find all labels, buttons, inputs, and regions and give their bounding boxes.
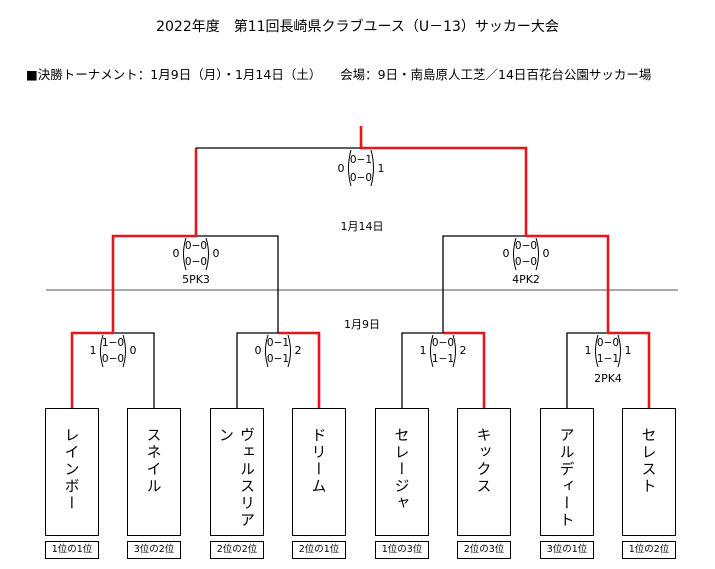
r1m1-half1: 1−0 bbox=[101, 337, 125, 349]
sf1-bracket-right bbox=[205, 237, 209, 271]
r1m3-half2: 1−1 bbox=[431, 353, 455, 365]
r1m2-score-left: 0 bbox=[254, 344, 262, 357]
r1m1-half2: 0−0 bbox=[101, 353, 125, 365]
team-box-1: レインボー bbox=[45, 408, 99, 536]
team-box-3: ヴェルスリアン bbox=[210, 408, 264, 536]
team-box-8: セレスト bbox=[622, 408, 676, 536]
date-round1: 1月9日 bbox=[344, 318, 380, 331]
team-box-5: セレージャ bbox=[375, 408, 429, 536]
r1m3-bracket-left bbox=[430, 334, 434, 368]
final-score-left: 0 bbox=[337, 162, 345, 175]
final-score-right: 1 bbox=[377, 162, 385, 175]
final-half2: 0−0 bbox=[349, 172, 373, 184]
team-rank-5: 1位の3位 bbox=[375, 541, 429, 559]
r1m1-score-right: 0 bbox=[129, 344, 137, 357]
team-name: ヴェルスリアン bbox=[217, 427, 256, 529]
team-box-2: スネイル bbox=[127, 408, 181, 536]
r1m2-half1: 0−1 bbox=[266, 337, 290, 349]
r1m2-loser-line bbox=[236, 332, 278, 408]
r1m4-score-right: 1 bbox=[624, 344, 632, 357]
sf1-score-left: 0 bbox=[172, 247, 180, 260]
r1m1-bracket-left bbox=[100, 334, 104, 368]
team-rank-2: 3位の2位 bbox=[127, 541, 181, 559]
r1m3-bracket-right bbox=[452, 334, 456, 368]
sf1-pk: 5PK3 bbox=[182, 273, 210, 286]
team-name: セレスト bbox=[639, 427, 658, 495]
sf2-score-left: 0 bbox=[502, 247, 510, 260]
final-bracket-right bbox=[370, 149, 374, 187]
sf2-half2: 0−0 bbox=[514, 256, 538, 268]
sf2-bracket-left bbox=[513, 237, 517, 271]
sf2-loser-line bbox=[442, 235, 526, 333]
team-name: ドリーム bbox=[309, 427, 328, 495]
team-name: スネイル bbox=[144, 427, 163, 495]
sf1-loser-line bbox=[196, 235, 279, 333]
r1m3-loser-line bbox=[401, 332, 443, 408]
sf1-winner-line bbox=[111, 148, 198, 333]
team-rank-3: 2位の2位 bbox=[210, 541, 264, 559]
r1m4-score-left: 1 bbox=[584, 344, 592, 357]
r1m3-score-left: 1 bbox=[419, 344, 427, 357]
r1m3-winner-line bbox=[443, 331, 486, 408]
r1m4-winner-line bbox=[608, 331, 651, 408]
sf2-pk: 4PK2 bbox=[512, 273, 540, 286]
r1m1-loser-line bbox=[113, 332, 155, 408]
r1m3-half1: 0−0 bbox=[431, 337, 455, 349]
r1m4-loser-line bbox=[566, 332, 608, 408]
date-round2: 1月14日 bbox=[340, 220, 384, 233]
r1m2-winner-line bbox=[278, 331, 321, 408]
team-rank-7: 3位の1位 bbox=[540, 541, 594, 559]
final-bracket-left bbox=[348, 149, 352, 187]
r1m2-half2: 0−1 bbox=[266, 353, 290, 365]
r1m4-half1: 0−0 bbox=[596, 337, 620, 349]
team-box-4: ドリーム bbox=[292, 408, 346, 536]
r1m1-bracket-right bbox=[122, 334, 126, 368]
team-box-7: アルディート bbox=[540, 408, 594, 536]
final-winner-line bbox=[359, 126, 528, 236]
team-rank-4: 2位の1位 bbox=[292, 541, 346, 559]
sf2-winner-line bbox=[526, 234, 610, 333]
sf1-half2: 0−0 bbox=[184, 256, 208, 268]
sf1-bracket-left bbox=[183, 237, 187, 271]
tournament-info: ■決勝トーナメント：1月9日（月）・1月14日（土） 会場：9日・南島原人工芝／… bbox=[26, 67, 652, 82]
sf2-half1: 0−0 bbox=[514, 240, 538, 252]
team-rank-8: 1位の2位 bbox=[622, 541, 676, 559]
team-rank-1: 1位の1位 bbox=[45, 541, 99, 559]
final-half1: 0−1 bbox=[349, 154, 373, 166]
r1m4-bracket-right bbox=[617, 334, 621, 368]
r1m2-bracket-left bbox=[265, 334, 269, 368]
team-rank-6: 2位の3位 bbox=[457, 541, 511, 559]
r1m1-score-left: 1 bbox=[89, 344, 97, 357]
r1m3-score-right: 2 bbox=[459, 344, 467, 357]
r1m4-half2: 1−1 bbox=[596, 353, 620, 365]
team-name: アルディート bbox=[557, 427, 576, 529]
r1m1-winner-line bbox=[70, 331, 113, 408]
page-title: 2022年度 第11回長崎県クラブユース（U－13）サッカー大会 bbox=[156, 19, 559, 35]
r1m2-score-right: 2 bbox=[294, 344, 302, 357]
r1m4-bracket-left bbox=[595, 334, 599, 368]
r1m4-pk: 2PK4 bbox=[594, 372, 622, 385]
r1m2-bracket-right bbox=[287, 334, 291, 368]
team-box-6: キックス bbox=[457, 408, 511, 536]
sf2-bracket-right bbox=[535, 237, 539, 271]
team-name: レインボー bbox=[62, 427, 81, 512]
sf1-half1: 0−0 bbox=[184, 240, 208, 252]
sf1-score-right: 0 bbox=[212, 247, 220, 260]
sf2-score-right: 0 bbox=[542, 247, 550, 260]
team-name: キックス bbox=[474, 427, 493, 495]
team-name: セレージャ bbox=[392, 427, 411, 512]
